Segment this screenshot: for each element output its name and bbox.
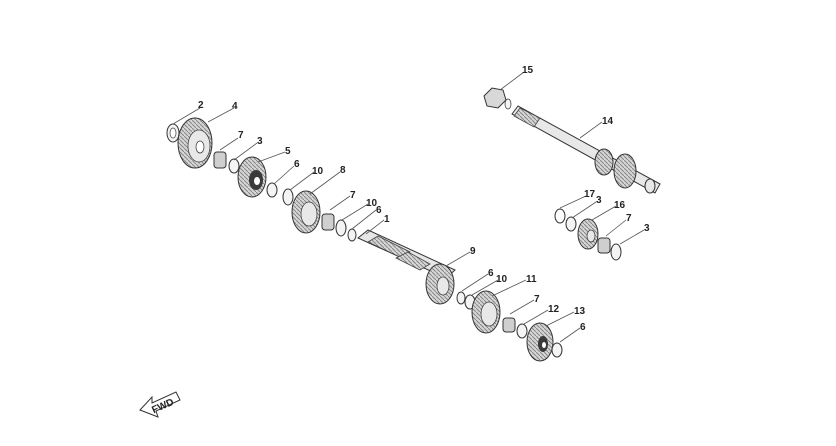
callout-7b: 7 <box>350 190 356 201</box>
countershaft-14-end <box>644 178 656 194</box>
callout-6d: 6 <box>580 322 586 333</box>
needle-bearing-7d <box>597 237 611 254</box>
callout-10c: 10 <box>496 274 508 285</box>
needle-bearing-7c <box>502 317 516 333</box>
callout-8: 8 <box>340 165 346 176</box>
gear-8-face <box>300 201 318 227</box>
main-shaft-1-spline <box>367 235 411 259</box>
callout-1: 1 <box>384 214 390 225</box>
callout-3: 3 <box>257 136 263 147</box>
callout-3b: 3 <box>596 195 602 206</box>
ring-10a <box>282 188 294 206</box>
callout-7: 7 <box>238 130 244 141</box>
callout-13: 13 <box>574 306 586 317</box>
callout-3c: 3 <box>644 223 650 234</box>
countershaft-14-thread <box>513 107 541 128</box>
callout-6b: 6 <box>376 205 382 216</box>
ring-12 <box>516 323 528 339</box>
ring-10b <box>335 219 347 237</box>
gear-4-hub <box>195 140 205 154</box>
ring-3b <box>565 216 577 232</box>
washer-6a <box>266 182 278 198</box>
callout-10b: 10 <box>366 198 378 209</box>
callout-15: 15 <box>522 65 534 76</box>
gear-9-hub <box>436 276 450 296</box>
main-shaft-1-spline-b <box>395 251 431 271</box>
circlip-17 <box>554 208 566 224</box>
washer-6d <box>551 342 563 358</box>
callout-7c: 7 <box>534 294 540 305</box>
washer-6b <box>347 228 357 242</box>
nut-15-washer <box>504 98 512 110</box>
callout-6c: 6 <box>488 268 494 279</box>
callout-11: 11 <box>526 274 537 285</box>
countershaft-14-gear-b <box>613 153 637 189</box>
callout-17: 17 <box>584 189 596 200</box>
fwd-label: FWD <box>150 397 175 416</box>
gear-16-hub <box>586 229 596 243</box>
ring-3c <box>610 243 622 261</box>
leader-lines <box>172 71 645 343</box>
fwd-arrow-icon: FWD <box>139 391 181 418</box>
gear-5-bore <box>254 177 260 185</box>
washer-6c <box>456 291 466 305</box>
needle-bearing-7a <box>213 151 227 169</box>
callout-14: 14 <box>602 116 614 127</box>
washer-2-hole <box>169 127 177 139</box>
callout-7d: 7 <box>626 213 632 224</box>
callout-10: 10 <box>312 166 324 177</box>
gear-13-bore <box>542 342 546 348</box>
needle-bearing-7b <box>321 213 335 231</box>
callout-12: 12 <box>548 304 560 315</box>
callout-4: 4 <box>232 101 238 112</box>
nut-15 <box>483 87 507 109</box>
gear-11-face <box>480 301 498 327</box>
callout-9: 9 <box>470 246 476 257</box>
callout-5: 5 <box>285 146 291 157</box>
callout-16: 16 <box>614 200 626 211</box>
callout-2: 2 <box>198 100 204 111</box>
ring-3a <box>228 158 240 174</box>
callout-6: 6 <box>294 159 300 170</box>
countershaft-14-gear-a <box>594 148 614 176</box>
